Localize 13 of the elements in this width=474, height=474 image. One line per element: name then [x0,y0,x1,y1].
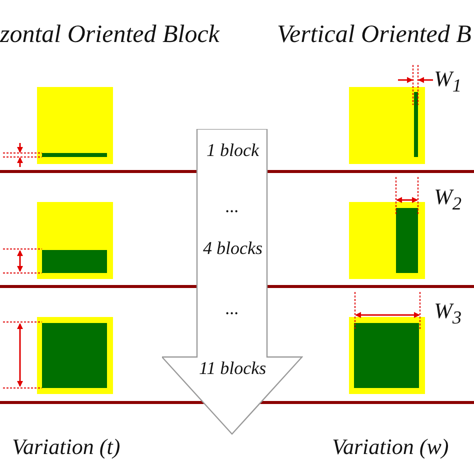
dimension-label: W$_{1}$ [434,68,462,95]
column-heading: Vertical Oriented B [277,22,472,47]
arrow-label: 4 blocks [203,239,262,257]
column-heading: zontal Oriented Block [0,22,220,47]
variation-label: Variation (t) [12,436,120,458]
arrow-label: 11 blocks [199,359,266,377]
variation-label: Variation (w) [332,436,449,458]
arrow-label: ... [226,197,239,215]
down-arrow [162,129,303,435]
dimension-label: W$_{2}$ [434,186,462,213]
arrow-label: 1 block [206,141,259,159]
dimension-label: W$_{3}$ [434,300,462,327]
arrow-label: ... [226,299,239,317]
